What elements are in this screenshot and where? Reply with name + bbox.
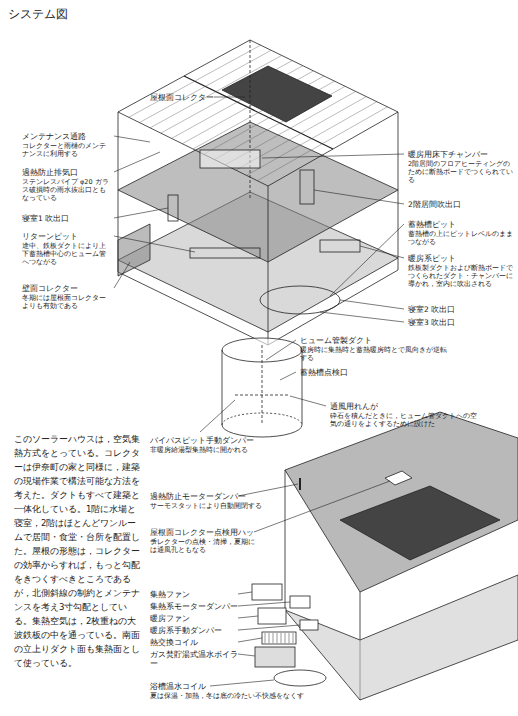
coil-winding [293,633,294,643]
wall-edge [398,112,399,270]
callout-note: 冬期には屋根面コレクターよりも有効である [22,294,110,310]
roof-plane [285,412,518,592]
coil-winding [289,633,290,643]
callout-note: ステンレスパイプ φ20 ガラス破損時の雨水抜出口ともなっている [22,178,110,202]
roof-collector [222,66,332,122]
callout-label: 浴槽温水コイル [150,682,220,691]
callout-label: 2階居間吹出口 [408,200,513,209]
callout-note: 2階居間のフロアヒーティングのために断熱ボードでつくられている [408,160,513,184]
storage-pit [260,286,340,314]
inspection-hatch [385,471,412,485]
vent-brick [235,395,290,396]
coil-winding [265,633,266,643]
callout-label: 寝室1 吹出口 [22,214,110,223]
manual-damper [300,620,318,630]
roof-collector [340,486,500,560]
hume-duct [262,345,263,425]
storage-tank [222,425,302,437]
callout-label: ヒューム管製ダクト [300,336,440,345]
callout-label: 熱交換コイル [150,638,240,647]
coil-winding [281,633,282,643]
callout-label: 集熱ファン [150,590,240,599]
roof-outline [118,40,398,186]
rafter-line [247,102,377,176]
callout-label: 過熱防止モーターダンパー [150,492,270,501]
heat-exchange-coil [262,632,296,644]
heating-pit [320,240,360,252]
callout-note: サーモスタットにより自動開閉する [150,502,270,510]
duct-chamber [200,150,260,168]
coil-winding [285,633,286,643]
return-pit [190,248,260,258]
callout-label: 寝室2 吹出口 [408,305,513,314]
wall-edge [285,470,286,610]
callout-note: 非暖房給湯型集熱時に開かれる [150,446,280,454]
wall-edge [268,186,269,345]
hidden-edge [250,40,251,200]
callout-label: 暖房ファン [150,614,240,623]
callout-note: コレクターと雨樋のメンテナンスに利用する [22,142,110,158]
wall-base [118,270,398,345]
callout-note: 夏は保温・加熱，冬は底の冷たい不快感をなくす [150,692,330,700]
callout-label: 暖房用床下チャンバー [408,150,513,159]
callout-label: 集熱系モーターダンパー [150,602,240,611]
callout-label: 暖房系ピット [408,254,513,263]
callout-label: 過熱防止排気口 [22,168,110,177]
callout-note: コレクターの点検・清掃，夏期には通風孔ともなる [150,538,260,554]
storage-tank [222,350,223,425]
heating-fan [258,608,286,624]
motor-damper [290,596,310,608]
callout-note: 砕石を積んだときに，ヒューム管ダクトへの空気の通りをよくするために設けた [330,412,480,428]
callout-label: メンテナンス通路 [22,132,110,141]
duct [300,170,314,204]
leader-lines [114,97,404,686]
callout-label: 蓄熱槽点検口 [300,368,420,377]
callout-label: 蓄熱槽ピット [408,220,513,229]
coil-winding [277,633,278,643]
bath-coil [274,670,326,686]
callout-note: 鉄板製ダクトおよび断熱ボードでつくられたダクト・チャンバーに導かれ，室内に吹出さ… [408,264,513,288]
storage-tank [222,413,302,425]
diagram-title: システム図 [8,6,68,23]
gas-boiler [255,647,295,667]
callout-label: リターンピット [22,232,110,241]
damper [299,478,301,490]
callout-label: 壁面コレクター [22,284,110,293]
upper-floor-slab [118,122,398,262]
callout-label: ガス焚貯湯式温水ボイラー [150,650,240,669]
callout-note: 途中、鉄板ダクトにより上下蓄熱槽中心のヒューム管へつながる [22,242,110,266]
coil-winding [269,633,270,643]
callout-label: 通風用れんが [330,402,480,411]
body-paragraph: このソーラーハウスは，空気集熱方式をとっている。コレクターは伊奈町の家と同様に，… [14,432,144,670]
callout-note: 蓄熱槽の上にピットレベルのままつながる [408,230,513,246]
callout-label: 寝室3 吹出口 [408,318,513,327]
callout-label: バイパスピット手動ダンパー [150,436,280,445]
collection-fan [252,584,282,600]
callout-label: 暖房系手動ダンパー [150,626,240,635]
rafter-line [257,107,387,181]
callout-label: 屋根面コレクター [150,93,214,102]
coil-winding [273,633,274,643]
callout-note: 暖房時に集熱時と蓄熱暖房時とで風向きが逆転する [300,346,450,362]
outlet [168,195,178,221]
wall-collector [118,224,150,276]
